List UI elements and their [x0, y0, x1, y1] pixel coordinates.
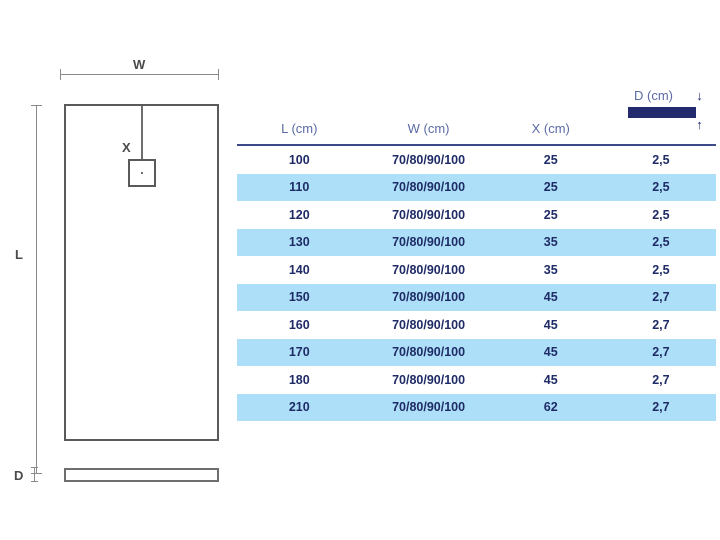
column-header-depth: [605, 112, 716, 146]
cell-width: 70/80/90/100: [392, 207, 466, 222]
cell-length: 110: [237, 173, 362, 201]
cell-drain-offset: 25: [543, 207, 558, 222]
cell-drain-offset: 45: [543, 372, 558, 387]
cell-length: 150: [237, 283, 362, 311]
column-header-length: L (cm): [237, 112, 362, 146]
table-row: 100 70/80/90/100 25 2,5: [237, 145, 716, 174]
cell-drain-offset: 25: [495, 173, 606, 201]
column-header-width: W (cm): [361, 112, 496, 146]
cell-drain-offset: 25: [543, 152, 558, 167]
cell-width: 70/80/90/100: [361, 393, 496, 421]
cell-length: 140: [288, 262, 310, 277]
width-dimension-tick-left: [60, 69, 61, 80]
cell-length: 210: [237, 393, 362, 421]
table-row: 120 70/80/90/100 25 2,5: [237, 201, 716, 229]
cell-drain-offset: 45: [543, 317, 558, 332]
cell-width: 70/80/90/100: [361, 173, 496, 201]
drain-center-dot-icon: [141, 172, 143, 174]
cell-depth: 2,7: [605, 338, 716, 366]
table-row: 180 70/80/90/100 45 2,7: [237, 366, 716, 394]
cell-drain-offset: 45: [495, 338, 606, 366]
cell-length: 130: [237, 228, 362, 256]
table-row: 160 70/80/90/100 45 2,7: [237, 311, 716, 339]
shower-tray-side-view: [64, 468, 219, 482]
depth-label: D: [14, 468, 24, 483]
cell-depth: 2,7: [605, 283, 716, 311]
drain-leader-line: [141, 106, 143, 162]
length-dimension-tick-bottom: [31, 473, 42, 474]
cell-width: 70/80/90/100: [392, 152, 466, 167]
width-dimension-line: [60, 74, 218, 75]
arrow-down-icon: ↓: [696, 88, 703, 103]
table-header-row: L (cm) W (cm) X (cm): [237, 112, 716, 146]
cell-depth: 2,5: [652, 262, 670, 277]
cell-width: 70/80/90/100: [392, 372, 466, 387]
cell-length: 160: [288, 317, 310, 332]
drain-offset-label: X: [122, 140, 132, 155]
cell-depth: 2,7: [652, 372, 670, 387]
table-row: 140 70/80/90/100 35 2,5: [237, 256, 716, 284]
width-dimension-tick-right: [218, 69, 219, 80]
width-label: W: [133, 57, 146, 72]
cell-width: 70/80/90/100: [392, 262, 466, 277]
cell-depth: 2,7: [652, 317, 670, 332]
cell-drain-offset: 35: [495, 228, 606, 256]
cell-depth: 2,5: [652, 207, 670, 222]
cell-depth: 2,5: [605, 173, 716, 201]
column-header-drain-offset: X (cm): [495, 112, 606, 146]
technical-drawing: W L X D: [0, 0, 236, 540]
cell-width: 70/80/90/100: [361, 283, 496, 311]
cell-depth: 2,5: [605, 228, 716, 256]
length-dimension-tick-top: [31, 105, 42, 106]
depth-dimension-marker: [31, 467, 38, 482]
cell-depth: 2,5: [652, 152, 670, 167]
cell-drain-offset: 62: [495, 393, 606, 421]
cell-length: 120: [288, 207, 310, 222]
cell-length: 170: [237, 338, 362, 366]
cell-drain-offset: 35: [543, 262, 558, 277]
cell-depth: 2,7: [605, 393, 716, 421]
table-header: L (cm) W (cm) X (cm): [237, 112, 716, 146]
cell-drain-offset: 45: [495, 283, 606, 311]
depth-legend-label: D (cm): [634, 88, 673, 103]
cell-length: 100: [288, 152, 310, 167]
cell-width: 70/80/90/100: [361, 228, 496, 256]
cell-length: 180: [288, 372, 310, 387]
cell-width: 70/80/90/100: [392, 317, 466, 332]
cell-width: 70/80/90/100: [361, 338, 496, 366]
length-dimension-line: [36, 105, 37, 473]
length-label: L: [15, 247, 24, 262]
